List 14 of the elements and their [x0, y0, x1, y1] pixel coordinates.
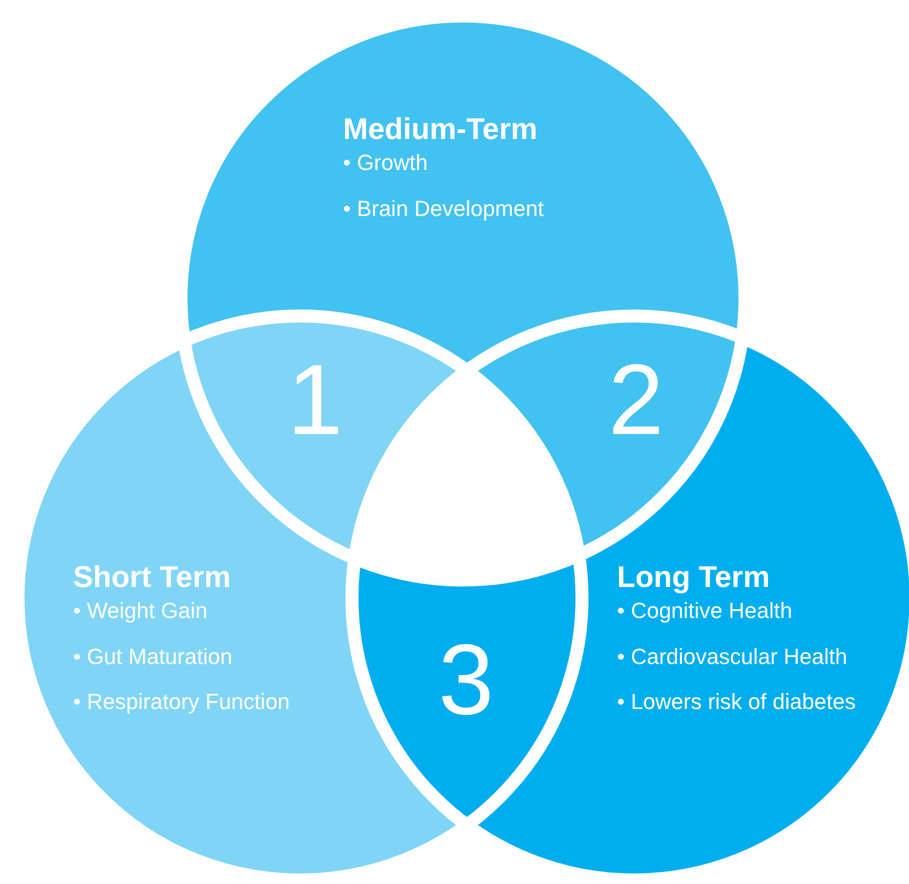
bullet-item: • Growth: [343, 149, 428, 177]
bullet-item: • Respiratory Function: [73, 688, 290, 716]
circle-heading: Short Term: [73, 560, 231, 596]
circle-heading: Medium-Term: [343, 112, 538, 148]
bullet-item: • Brain Development: [343, 194, 544, 223]
bullet-item: • Lowers risk of diabetes: [617, 688, 856, 716]
bullet-item: • Weight Gain: [73, 597, 208, 625]
overlap-number: 1: [275, 345, 355, 455]
overlap-number: 2: [596, 345, 676, 455]
bullet-item: • Gut Maturation: [73, 642, 232, 670]
overlap-number: 3: [426, 625, 506, 735]
bullet-item: • Cognitive Health: [617, 597, 792, 625]
circle-heading: Long Term: [617, 560, 770, 596]
bullet-item: • Cardiovascular Health: [617, 642, 848, 670]
